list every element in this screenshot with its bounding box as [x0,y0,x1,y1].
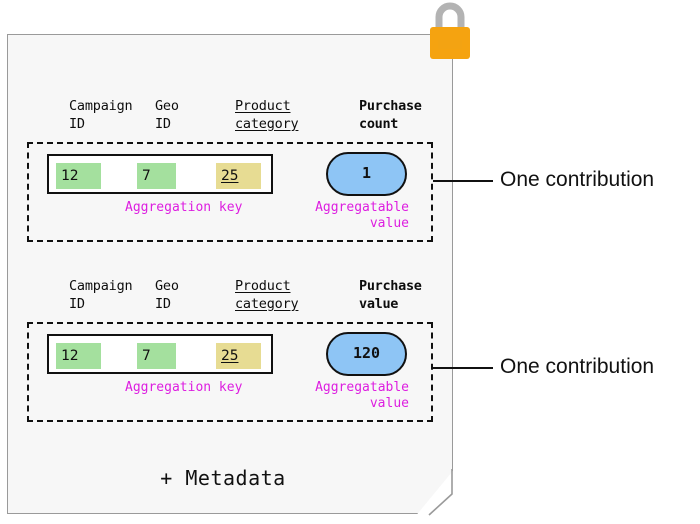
geo-id-value: 7 [137,163,176,189]
column-headers: Campaign ID Geo ID Product category Purc… [45,278,433,322]
header-purchase-count: Purchase count [359,98,422,132]
product-category-value: 25 [216,163,261,189]
aggregation-key-box-1: 12 7 25 [47,154,273,194]
campaign-id-value: 12 [56,163,101,189]
aggregatable-value-pill-1: 1 [326,152,407,196]
aggregation-key-box-2: 12 7 25 [47,334,273,374]
header-geo-id: Geo ID [155,278,179,312]
aggregation-key-label-2: Aggregation key [125,380,243,395]
contribution-block-2: Campaign ID Geo ID Product category Purc… [27,278,433,422]
contribution-block-1: Campaign ID Geo ID Product category Purc… [27,98,433,242]
callout-label-1: One contribution [500,168,655,191]
geo-id-value: 7 [137,343,176,369]
aggregatable-report-card [7,34,453,514]
aggregation-key-label-1: Aggregation key [125,200,243,215]
campaign-id-value: 12 [56,343,101,369]
callout-leader-line-2 [433,367,493,369]
contribution-outline-1: 12 7 25 1 Aggregation key Aggregatable v… [27,142,433,242]
metadata-note: + Metadata [160,466,286,490]
product-category-value-text: 25 [221,348,239,364]
product-category-value: 25 [216,343,261,369]
product-category-value-text: 25 [221,168,239,184]
column-headers: Campaign ID Geo ID Product category Purc… [45,98,433,142]
header-campaign-id: Campaign ID [69,278,133,312]
padlock-icon [430,2,470,59]
callout-leader-line-1 [433,180,493,182]
header-campaign-id: Campaign ID [69,98,133,132]
callout-label-2: One contribution [500,355,655,378]
aggregatable-value-pill-2: 120 [326,332,407,376]
header-product-category: Product category [235,98,299,132]
aggregatable-value-label-1: Aggregatable value [315,200,409,231]
contribution-outline-2: 12 7 25 120 Aggregation key Aggregatable… [27,322,433,422]
header-product-category: Product category [235,278,299,312]
aggregatable-value-label-2: Aggregatable value [315,380,409,411]
header-geo-id: Geo ID [155,98,179,132]
header-purchase-value: Purchase value [359,278,422,312]
